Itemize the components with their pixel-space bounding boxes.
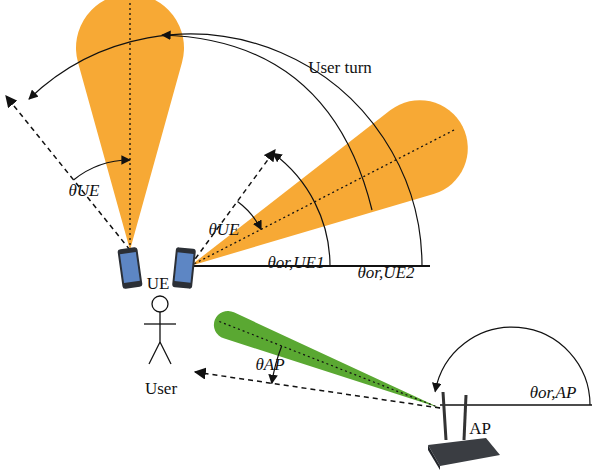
phone-screen	[120, 252, 140, 283]
angle-arc	[74, 160, 131, 180]
turn-arc	[162, 35, 372, 210]
angle-arc	[238, 202, 262, 230]
phone-body	[117, 247, 142, 289]
beam-axis	[129, 2, 130, 250]
ue-beam	[76, 0, 184, 250]
angle-label: θUE	[208, 221, 239, 238]
orientation-arrow	[190, 150, 275, 266]
angle-label: θor,AP	[530, 384, 577, 401]
angle-arc	[273, 153, 330, 266]
beam-axis	[190, 129, 456, 266]
user-leg	[160, 342, 171, 364]
user-body	[159, 312, 160, 342]
router-side	[428, 445, 440, 470]
reference-line	[440, 404, 592, 406]
angle-label: θAP	[255, 356, 284, 373]
phone-body	[172, 247, 196, 289]
user-arms	[144, 323, 176, 324]
angle-label: θor,UE2	[358, 264, 415, 281]
router-antenna	[464, 395, 466, 440]
ue-beam	[190, 100, 468, 266]
ap-beam	[214, 311, 440, 408]
router-antenna	[443, 392, 446, 440]
device-label: AP	[469, 420, 491, 437]
device-label: UE	[147, 275, 170, 292]
router-body	[428, 438, 500, 466]
turn-label: User turn	[308, 59, 372, 76]
phone-screen	[175, 252, 194, 283]
user-label: User	[145, 380, 177, 397]
user-head	[152, 296, 168, 312]
user-leg	[149, 342, 160, 364]
user-figure	[144, 296, 176, 364]
phone-icon	[172, 247, 196, 289]
orientation-arrow	[6, 96, 130, 250]
angle-arc	[435, 327, 590, 405]
router-icon	[428, 392, 500, 470]
orientation-arrow	[195, 372, 440, 408]
angle-label: θUE	[68, 182, 99, 199]
angle-arc	[29, 34, 422, 266]
angle-label: θor,UE1	[268, 254, 325, 271]
beam-axis	[218, 321, 440, 408]
phone-icon	[117, 247, 142, 289]
